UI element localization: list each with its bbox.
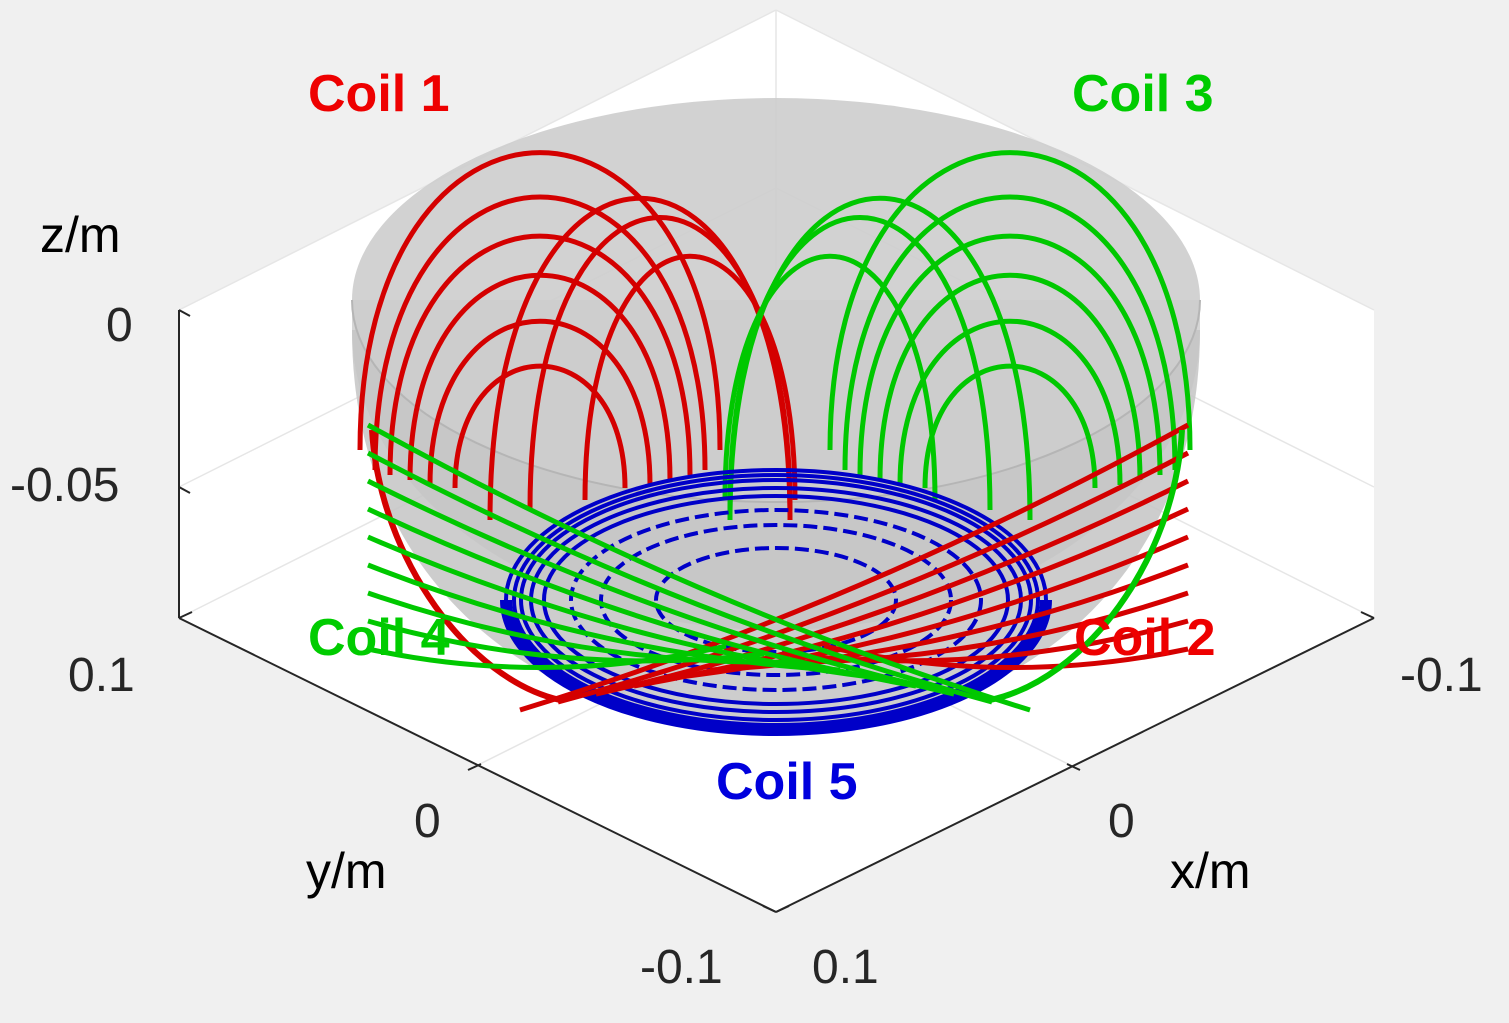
coil-3-windings <box>722 150 1193 521</box>
coil-1-loop-1 <box>357 150 723 451</box>
coil-4-winding-7 <box>367 590 803 665</box>
coil-2-windings <box>369 422 1190 713</box>
coil-3-cross-loop-3 <box>722 253 938 501</box>
x-tick-neg0.1: -0.1 <box>1400 649 1483 702</box>
x-axis-label: x/m <box>1170 843 1251 899</box>
x-axis-line <box>775 617 1375 913</box>
coil-3-loop-2 <box>842 194 1178 471</box>
coil-1-cross-loop-2 <box>527 215 793 511</box>
coil-1-loop-2 <box>372 194 708 471</box>
coil-2-label: Coil 2 <box>1074 609 1216 667</box>
coil-2-edge <box>369 429 561 703</box>
coil-4-windings <box>366 422 1185 713</box>
y-tick-neg0.1: -0.1 <box>640 941 723 994</box>
coil-1-windings <box>357 150 798 521</box>
coil-2-winding-1 <box>519 422 1190 713</box>
z-tick-0: 0 <box>106 299 133 352</box>
coil-1-loop-3 <box>387 233 693 476</box>
x-tick-0: 0 <box>1108 795 1135 848</box>
coil-4-winding-1 <box>366 422 1031 713</box>
coil-1-loop-6 <box>452 363 628 489</box>
coil-4-winding-2 <box>366 450 993 705</box>
coil-5-ring-6 <box>569 508 983 692</box>
coil-3-cross-loop-2 <box>727 215 993 511</box>
y-axis-label: y/m <box>306 843 387 899</box>
coil-1-cross-loop-3 <box>582 253 798 501</box>
coil-1-label: Coil 1 <box>308 65 450 123</box>
coil-4-edge <box>989 429 1185 703</box>
coil-4-winding-6 <box>367 562 841 673</box>
coil-3-loop-3 <box>857 233 1163 476</box>
coil-2-winding-3 <box>595 478 1190 697</box>
z-axis-label: z/m <box>40 207 121 263</box>
y-tick-0.1: 0.1 <box>68 649 135 702</box>
coil-5-ring-5 <box>542 494 1010 706</box>
coil-4-label: Coil 4 <box>308 609 450 667</box>
coil-5-label: Coil 5 <box>716 753 858 811</box>
coil-3-loop-4 <box>877 272 1143 481</box>
coil-5-ring-3 <box>519 478 1033 722</box>
coil-3-loop-5 <box>897 318 1123 486</box>
x-tick-0.1: 0.1 <box>812 941 879 994</box>
coil-2-winding-2 <box>557 450 1190 705</box>
y-tick-0: 0 <box>414 795 441 848</box>
coil-5-bottom-band <box>500 599 1052 736</box>
coil-4-winding-3 <box>366 478 955 697</box>
coil-1-loop-5 <box>427 318 653 486</box>
coil-4-winding-9 <box>367 643 727 670</box>
z-tick-neg005: -0.05 <box>10 459 120 512</box>
coil-5-ring-7 <box>599 523 953 677</box>
coil-3-loop-1 <box>827 150 1193 451</box>
coil-2-winding-8 <box>785 618 1189 664</box>
coil-4-winding-8 <box>367 618 765 664</box>
axis-lines <box>178 309 1375 913</box>
coil-3-label: Coil 3 <box>1072 65 1214 123</box>
coil-5-ring-8 <box>654 546 898 654</box>
